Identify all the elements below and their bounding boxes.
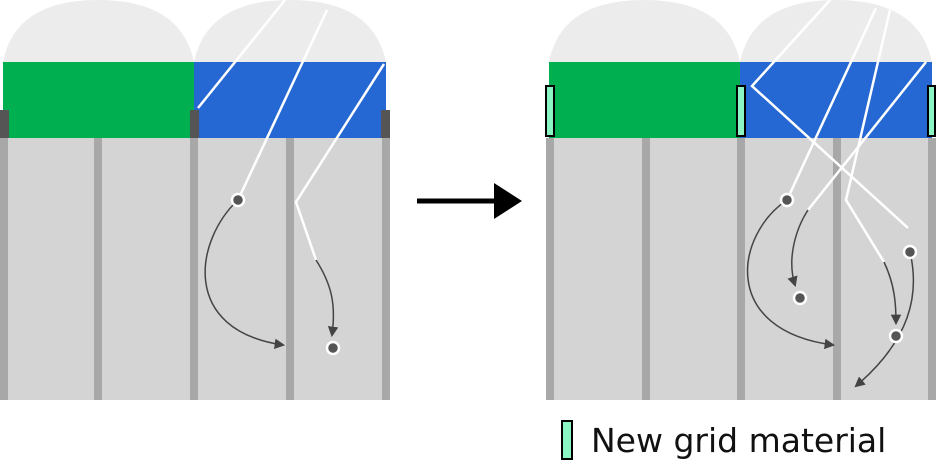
microlens-right-green — [549, 0, 740, 62]
electron-dot — [230, 192, 246, 208]
light-ray — [844, 9, 892, 263]
carrier-path — [787, 209, 809, 288]
carrier-path — [315, 259, 339, 338]
isolation-wall — [546, 138, 554, 400]
electron-dot — [902, 244, 918, 260]
light-ray — [750, 0, 909, 229]
microlens-right-blue — [740, 0, 932, 62]
electron-dot — [325, 340, 341, 356]
old-grid-bar — [190, 110, 199, 138]
isolation-wall — [94, 138, 102, 400]
isolation-wall — [928, 138, 936, 400]
carrier-path — [883, 261, 902, 326]
microlens-left-blue — [194, 0, 386, 62]
isolation-wall — [642, 138, 650, 400]
light-ray — [197, 0, 286, 109]
isolation-wall — [286, 138, 294, 400]
legend-label: New grid material — [591, 421, 886, 460]
before-structure — [0, 0, 390, 400]
old-grid-bar — [0, 110, 9, 138]
green-color-filter — [3, 62, 194, 138]
carrier-path — [746, 199, 836, 350]
blue-color-filter — [194, 62, 386, 138]
electron-dot — [888, 328, 904, 344]
blue-color-filter — [740, 62, 932, 138]
isolation-wall — [737, 138, 745, 400]
electron-dot — [779, 192, 795, 208]
carrier-path — [854, 251, 915, 388]
light-ray — [785, 7, 878, 201]
isolation-wall — [382, 138, 390, 400]
isolation-wall — [190, 138, 198, 400]
old-grid-bar — [381, 110, 390, 138]
after-structure — [545, 0, 936, 400]
carrier-path — [204, 199, 286, 349]
legend-swatch — [561, 420, 573, 460]
electron-dot — [792, 290, 808, 306]
new-grid-bar — [736, 85, 746, 137]
isolation-wall — [833, 138, 841, 400]
microlens-left-green — [3, 0, 194, 62]
isolation-wall — [0, 138, 8, 400]
new-grid-bar — [927, 85, 936, 137]
light-ray — [294, 63, 386, 261]
new-grid-bar — [545, 85, 555, 137]
light-ray — [236, 9, 329, 201]
transition-arrow — [417, 183, 522, 219]
legend: New grid material — [561, 420, 886, 460]
green-color-filter — [549, 62, 740, 138]
light-ray — [807, 61, 927, 211]
